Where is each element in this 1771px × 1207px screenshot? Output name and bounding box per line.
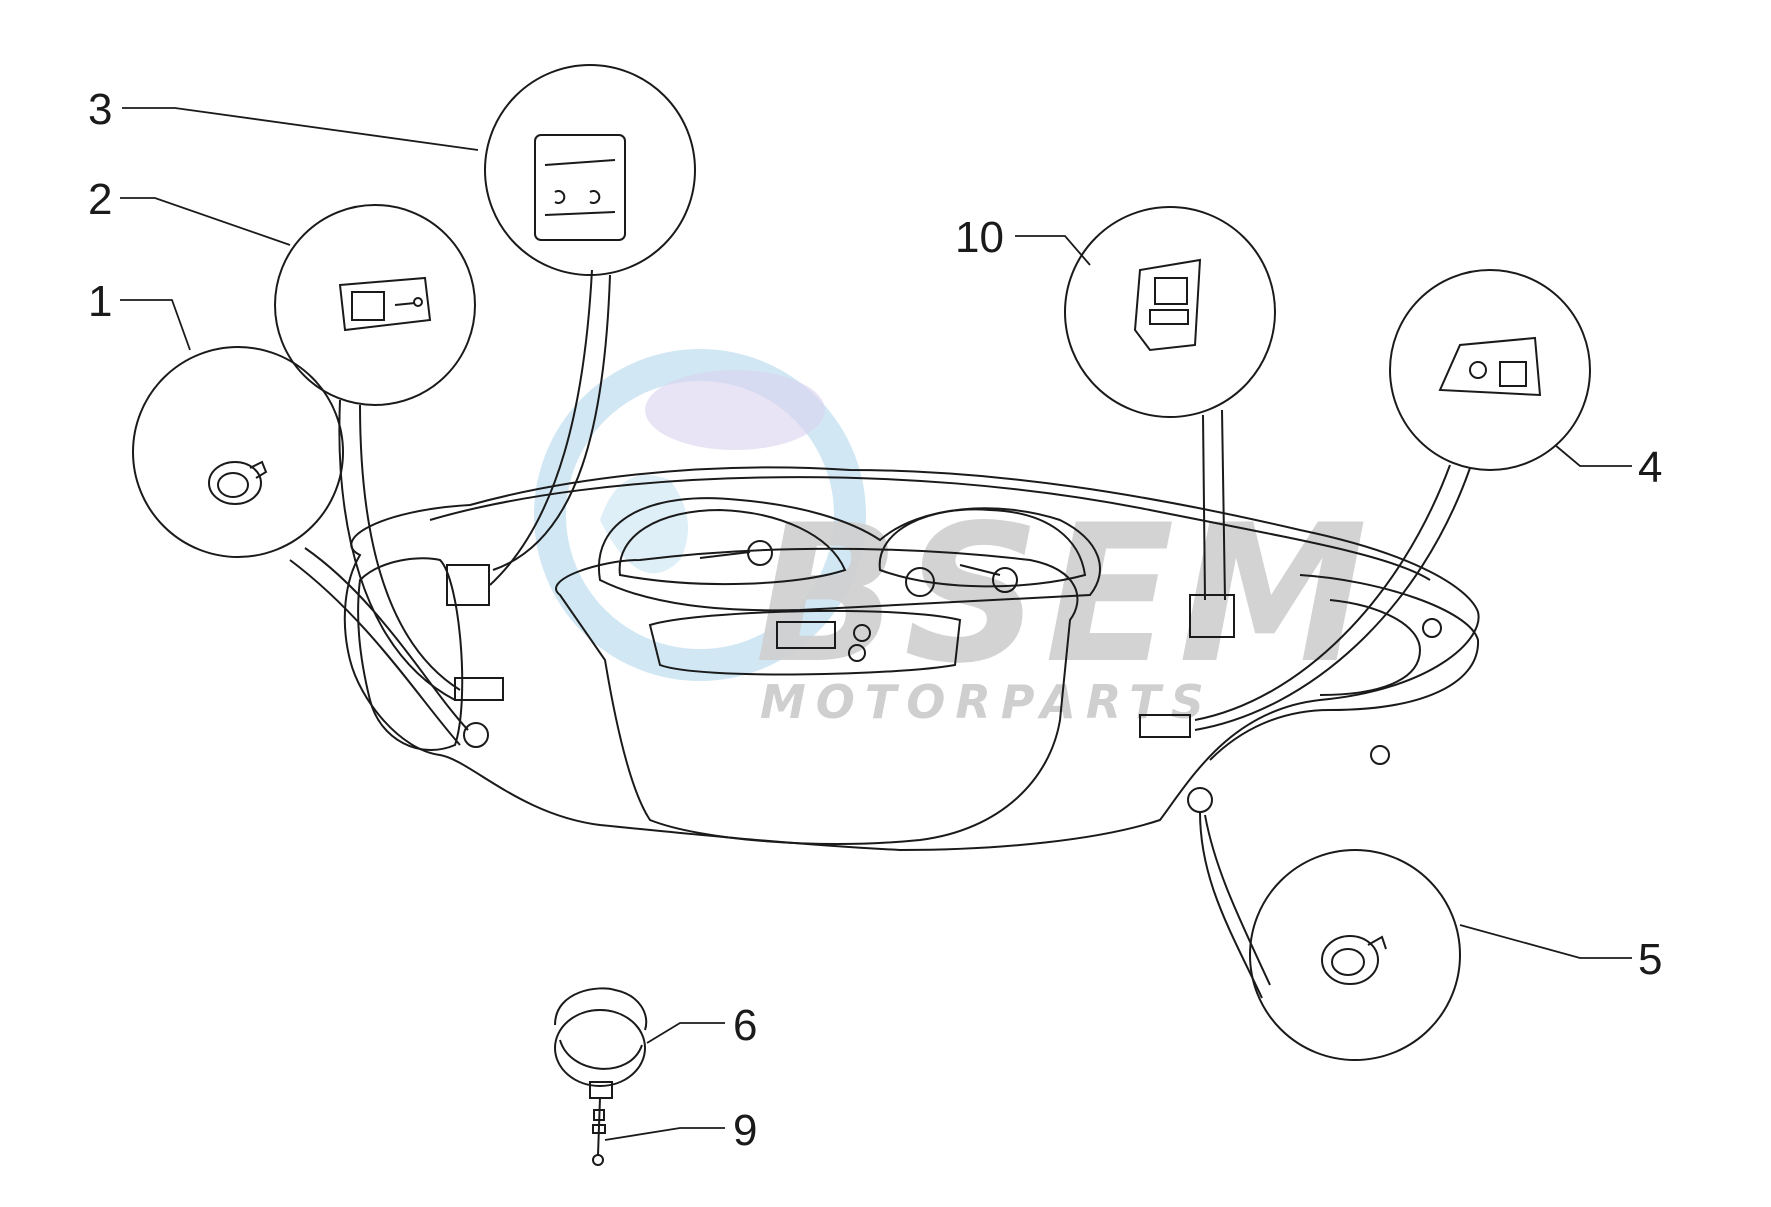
- horn-switch-icon: [338, 276, 432, 332]
- leader-bubble-4b: [1194, 467, 1471, 731]
- leader-bubble-1: [304, 547, 469, 731]
- cover-upper-rim: [429, 476, 1431, 581]
- callout-label-9: 9: [733, 1106, 757, 1155]
- bubble-1: [132, 346, 344, 558]
- callout-label-3: 3: [88, 85, 112, 134]
- bubble-3: [484, 64, 696, 276]
- leader-bubble-10: [1202, 414, 1206, 601]
- right-upper-switch-slot: [1189, 594, 1235, 638]
- left-upper-switch-slot: [446, 564, 490, 606]
- start-switch-icon: [1438, 336, 1542, 397]
- lcd-display: [776, 621, 836, 649]
- leader-bubble-5b: [1204, 814, 1271, 986]
- wing-hole-2: [1370, 745, 1390, 765]
- screw-icon: [592, 1097, 606, 1166]
- leader-bubble-4: [1194, 464, 1451, 721]
- bubble-5: [1249, 849, 1461, 1061]
- display-button-2: [848, 644, 866, 662]
- leader-bubble-3: [489, 269, 593, 586]
- bubble-10: [1064, 206, 1276, 418]
- cover-right-wing: [1209, 574, 1480, 761]
- callout-labels: 1 2 3 4 5 6 9 10: [88, 85, 1662, 1155]
- watermark-globe: [534, 349, 866, 681]
- cover-left-bulge: [357, 557, 464, 751]
- right-lower-switch-slot: [1139, 714, 1191, 738]
- leader-lines: [289, 269, 1471, 999]
- cover-right-wing-inner: [1319, 599, 1422, 696]
- callout-label-4: 4: [1638, 443, 1662, 492]
- detail-bubbles: [132, 64, 1591, 1061]
- watermark: BSEM MOTORPARTS: [534, 349, 1372, 729]
- watermark-globe-continent: [600, 475, 688, 574]
- bubble-4: [1389, 269, 1591, 471]
- callout-line-6: [646, 1022, 725, 1044]
- center-gauge-hub: [905, 567, 935, 597]
- callout-lines: [120, 107, 1632, 1141]
- horn-assembly: [554, 987, 648, 1166]
- callout-label-1: 1: [88, 277, 112, 326]
- leader-bubble-2b: [338, 399, 456, 701]
- left-lower-switch-slot: [454, 677, 504, 701]
- right-gauge-hub: [992, 567, 1018, 593]
- ignition-lock-icon: [1321, 935, 1387, 985]
- callout-line-10: [1015, 235, 1091, 266]
- cover-center-housing: [555, 547, 1079, 845]
- right-gauge: [878, 508, 1087, 588]
- callout-line-9: [604, 1127, 725, 1141]
- wing-hole-1: [1422, 618, 1442, 638]
- callout-label-6: 6: [733, 1001, 757, 1050]
- leader-bubble-5: [1199, 811, 1263, 999]
- callout-label-10: 10: [955, 213, 1004, 262]
- handlebar-cover: [343, 466, 1480, 852]
- leader-bubble-10b: [1221, 409, 1226, 601]
- turn-signal-switch-icon: [1133, 258, 1202, 352]
- right-lock-hole: [1187, 787, 1213, 813]
- leader-bubble-3b: [492, 274, 611, 571]
- key-lock-icon: [208, 460, 268, 505]
- watermark-tagline: MOTORPARTS: [760, 675, 1214, 729]
- watermark-brand: BSEM: [755, 484, 1372, 705]
- left-gauge: [618, 508, 847, 586]
- callout-line-5: [1459, 924, 1632, 959]
- bubble-2: [274, 204, 476, 406]
- callout-label-5: 5: [1638, 935, 1662, 984]
- light-switch-icon: [534, 134, 626, 241]
- leader-bubble-1b: [289, 559, 461, 746]
- left-gauge-hub: [747, 540, 773, 566]
- horn-icon: [554, 987, 648, 1099]
- display-panel: [648, 609, 962, 676]
- left-lock-hole: [463, 722, 489, 748]
- callout-label-2: 2: [88, 175, 112, 224]
- callout-line-2: [120, 197, 291, 246]
- gauge-bezel: [597, 497, 1101, 612]
- left-gauge-needle: [699, 551, 751, 559]
- right-gauge-needle: [959, 564, 1001, 576]
- callout-line-4: [1554, 444, 1632, 467]
- watermark-globe-top: [645, 370, 825, 450]
- callout-line-1: [120, 299, 191, 351]
- leader-bubble-2: [359, 404, 461, 691]
- callout-line-3: [122, 107, 479, 151]
- cover-outer-shell: [343, 466, 1480, 852]
- display-button-1: [853, 624, 871, 642]
